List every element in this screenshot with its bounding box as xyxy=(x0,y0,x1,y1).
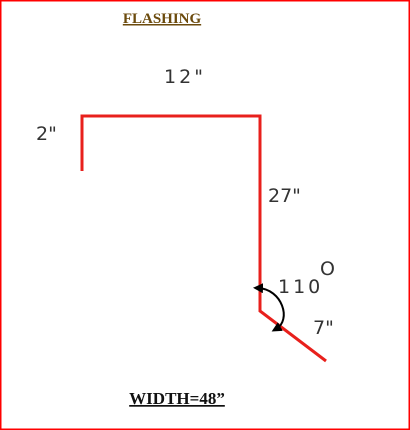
dimension-vertical-height: 27" xyxy=(268,185,301,207)
dimension-top-width: 12" xyxy=(164,66,206,88)
dimension-angle-degree-mark: O xyxy=(320,258,335,280)
dimension-left-leg: 2" xyxy=(36,123,57,145)
dimension-angle: 110 xyxy=(278,276,323,298)
dimension-bottom-leg: 7" xyxy=(313,317,334,339)
width-label: WIDTH=48” xyxy=(129,389,225,408)
flashing-profile-line xyxy=(80,114,327,363)
angle-arc-arrow xyxy=(253,283,285,332)
drawing-title: FLASHING xyxy=(123,11,202,27)
